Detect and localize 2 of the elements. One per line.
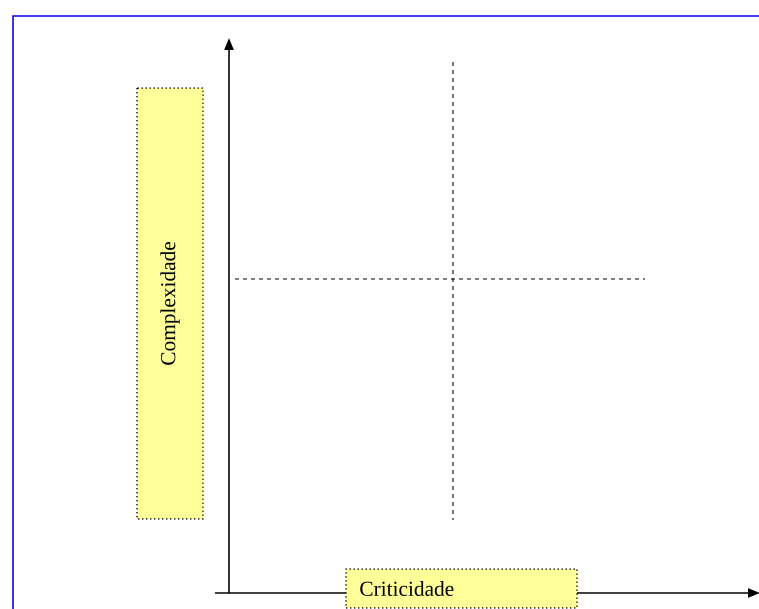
label-box: Complexidade bbox=[136, 87, 204, 520]
label-box: Criticidade bbox=[345, 568, 578, 609]
